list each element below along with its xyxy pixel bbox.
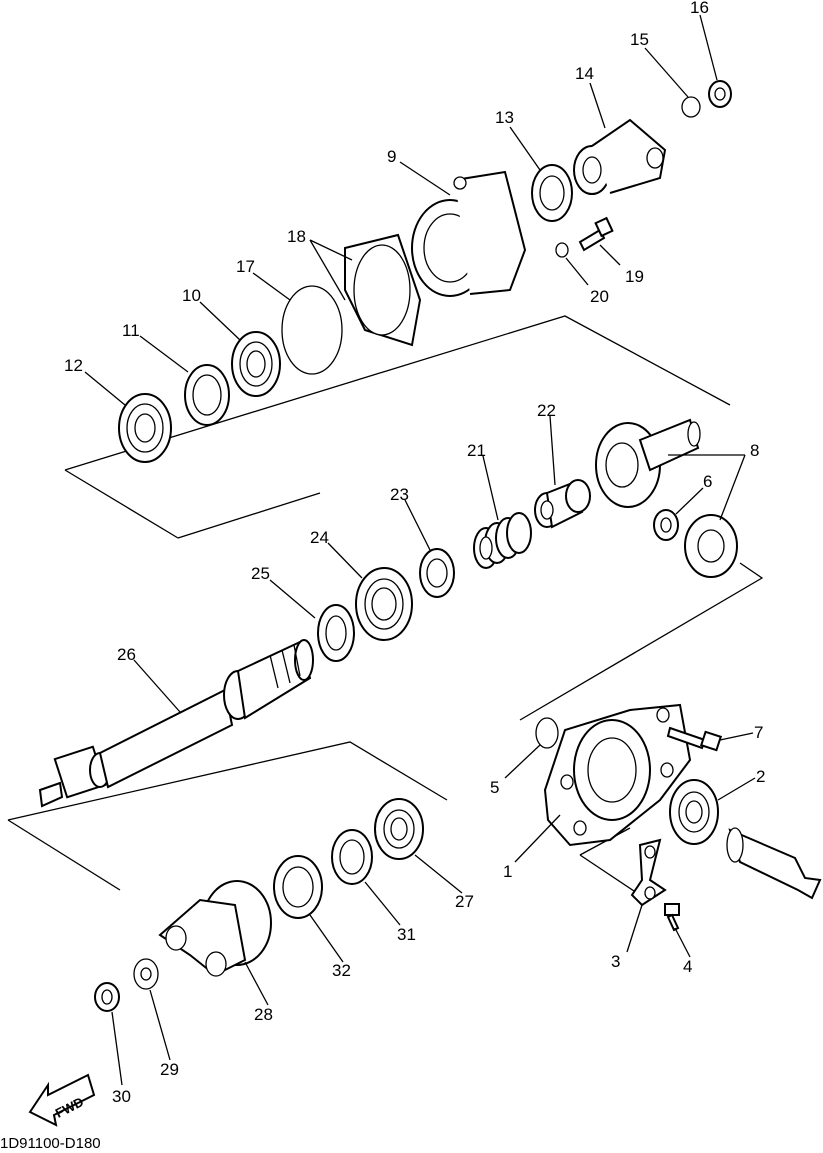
label-6: 6 <box>703 472 712 491</box>
part-27-bearing <box>374 798 424 860</box>
label-3: 3 <box>611 952 620 971</box>
label-15: 15 <box>630 30 649 49</box>
part-30-nut <box>94 982 120 1012</box>
label-31: 31 <box>397 925 416 944</box>
label-10: 10 <box>182 286 201 305</box>
input-shaft-spline <box>726 827 822 900</box>
part-28-yoke <box>158 880 272 977</box>
label-12: 12 <box>64 356 83 375</box>
label-32: 32 <box>332 961 351 980</box>
part-15-washer <box>681 96 701 118</box>
label-17: 17 <box>236 257 255 276</box>
label-16: 16 <box>690 0 709 17</box>
part-16-nut <box>708 80 732 108</box>
part-19-bolt <box>578 216 614 252</box>
label-24: 24 <box>310 528 329 547</box>
label-27: 27 <box>455 892 474 911</box>
label-4: 4 <box>683 957 692 976</box>
label-2: 2 <box>756 767 765 786</box>
label-5: 5 <box>490 778 499 797</box>
part-24-bearing <box>355 567 413 641</box>
part-21-spring <box>473 512 532 569</box>
part-13-oil-seal <box>531 164 573 222</box>
part-10-bearing <box>231 331 281 397</box>
label-8: 8 <box>750 441 759 460</box>
label-1: 1 <box>503 862 512 881</box>
part-4-screw <box>664 903 680 932</box>
part-22-damper-cam <box>534 479 591 529</box>
part-31-nut-ring <box>331 829 373 885</box>
part-9-gear-housing <box>411 170 527 297</box>
part-7-bolt <box>666 726 723 752</box>
assembly-box-upper <box>64 315 731 539</box>
part-1-housing <box>543 703 692 847</box>
label-9: 9 <box>387 147 396 166</box>
assembly-box-lower <box>7 741 448 891</box>
label-25: 25 <box>251 564 270 583</box>
part-8-gear-set <box>595 418 738 578</box>
label-26: 26 <box>117 645 136 664</box>
part-20-washer <box>555 242 569 258</box>
part-23-collar <box>419 548 455 598</box>
label-11: 11 <box>122 321 140 340</box>
label-29: 29 <box>160 1060 179 1079</box>
part-26-drive-shaft <box>38 639 314 808</box>
drawing-code: 1D91100-D180 <box>0 1135 101 1152</box>
label-13: 13 <box>495 108 514 127</box>
label-14: 14 <box>575 64 594 83</box>
part-3-bracket <box>630 838 667 907</box>
part-25-oil-seal <box>317 604 355 662</box>
label-30: 30 <box>112 1087 131 1106</box>
label-20: 20 <box>590 287 609 306</box>
part-2-bearing <box>669 779 719 845</box>
part-6-nut <box>653 509 679 541</box>
part-11-nut-ring <box>184 364 230 426</box>
part-18-shim <box>344 233 422 347</box>
label-19: 19 <box>625 267 644 286</box>
fwd-arrow-icon: FWD <box>28 1073 96 1127</box>
label-22: 22 <box>537 401 556 420</box>
label-21: 21 <box>467 441 486 460</box>
part-number-labels: 16 15 14 13 9 18 17 10 11 12 19 20 22 21… <box>64 0 765 1106</box>
part-32-oil-seal <box>273 855 323 919</box>
part-5-o-ring <box>535 717 559 749</box>
part-14-yoke <box>573 118 667 195</box>
label-23: 23 <box>390 485 409 504</box>
part-17-o-ring <box>281 285 343 375</box>
label-28: 28 <box>254 1005 273 1024</box>
part-12-bearing <box>118 393 172 463</box>
label-18: 18 <box>287 227 306 246</box>
part-29-washer <box>133 958 159 990</box>
label-7: 7 <box>754 723 763 742</box>
leader-lines <box>84 14 756 1086</box>
